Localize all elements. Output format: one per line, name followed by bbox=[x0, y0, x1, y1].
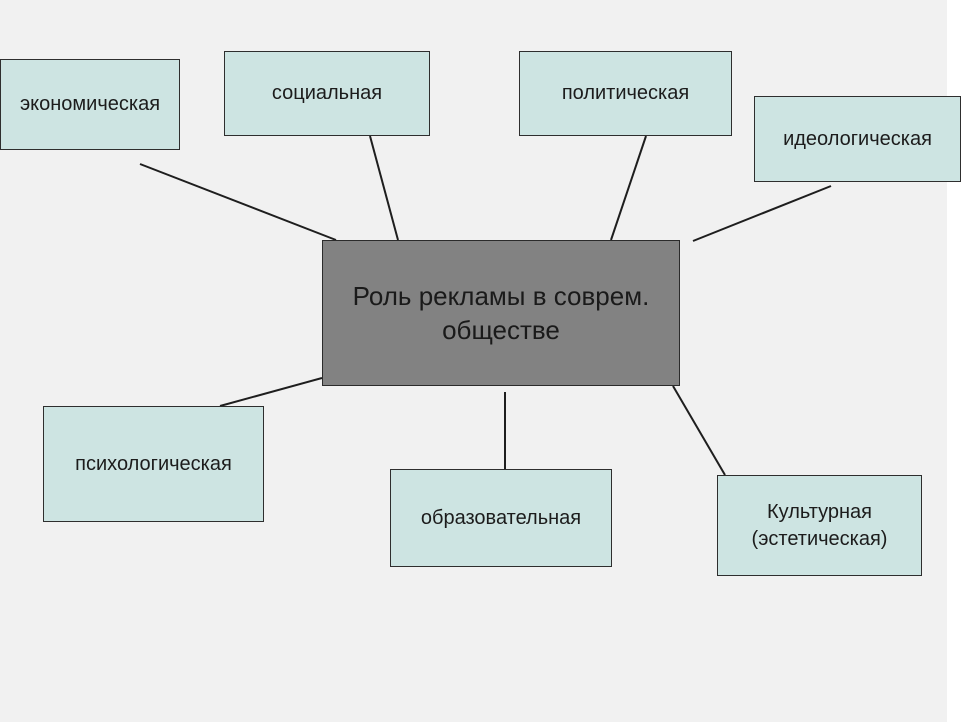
connector-cultural bbox=[672, 385, 726, 476]
connector-ideological bbox=[692, 185, 832, 242]
node-cultural: Культурная (эстетическая) bbox=[717, 475, 922, 576]
node-ideological: идеологическая bbox=[754, 96, 961, 182]
node-educational: образовательная bbox=[390, 469, 612, 567]
node-economic-label: экономическая bbox=[19, 93, 161, 115]
node-social-label: социальная bbox=[271, 82, 383, 104]
node-cultural-label-line2: (эстетическая) bbox=[751, 527, 888, 550]
center-node: Роль рекламы в соврем. обществе bbox=[322, 240, 680, 386]
node-psychological: психологическая bbox=[43, 406, 264, 522]
node-political-label: политическая bbox=[561, 82, 690, 104]
connector-psychological bbox=[219, 377, 323, 407]
node-psychological-label: психологическая bbox=[75, 452, 232, 475]
node-educational-label: образовательная bbox=[420, 506, 582, 529]
connector-political bbox=[610, 135, 647, 241]
node-ideological-label: идеологическая bbox=[783, 127, 932, 150]
connector-social bbox=[369, 135, 399, 241]
node-cultural-label-line1: Культурная bbox=[766, 500, 873, 523]
connector-economic bbox=[139, 163, 337, 241]
node-social: социальная bbox=[224, 51, 430, 136]
node-political: политическая bbox=[519, 51, 732, 136]
center-title-line1: Роль рекламы в соврем. bbox=[352, 281, 650, 311]
center-title-line2: обществе bbox=[442, 315, 560, 345]
node-economic: экономическая bbox=[0, 59, 180, 150]
